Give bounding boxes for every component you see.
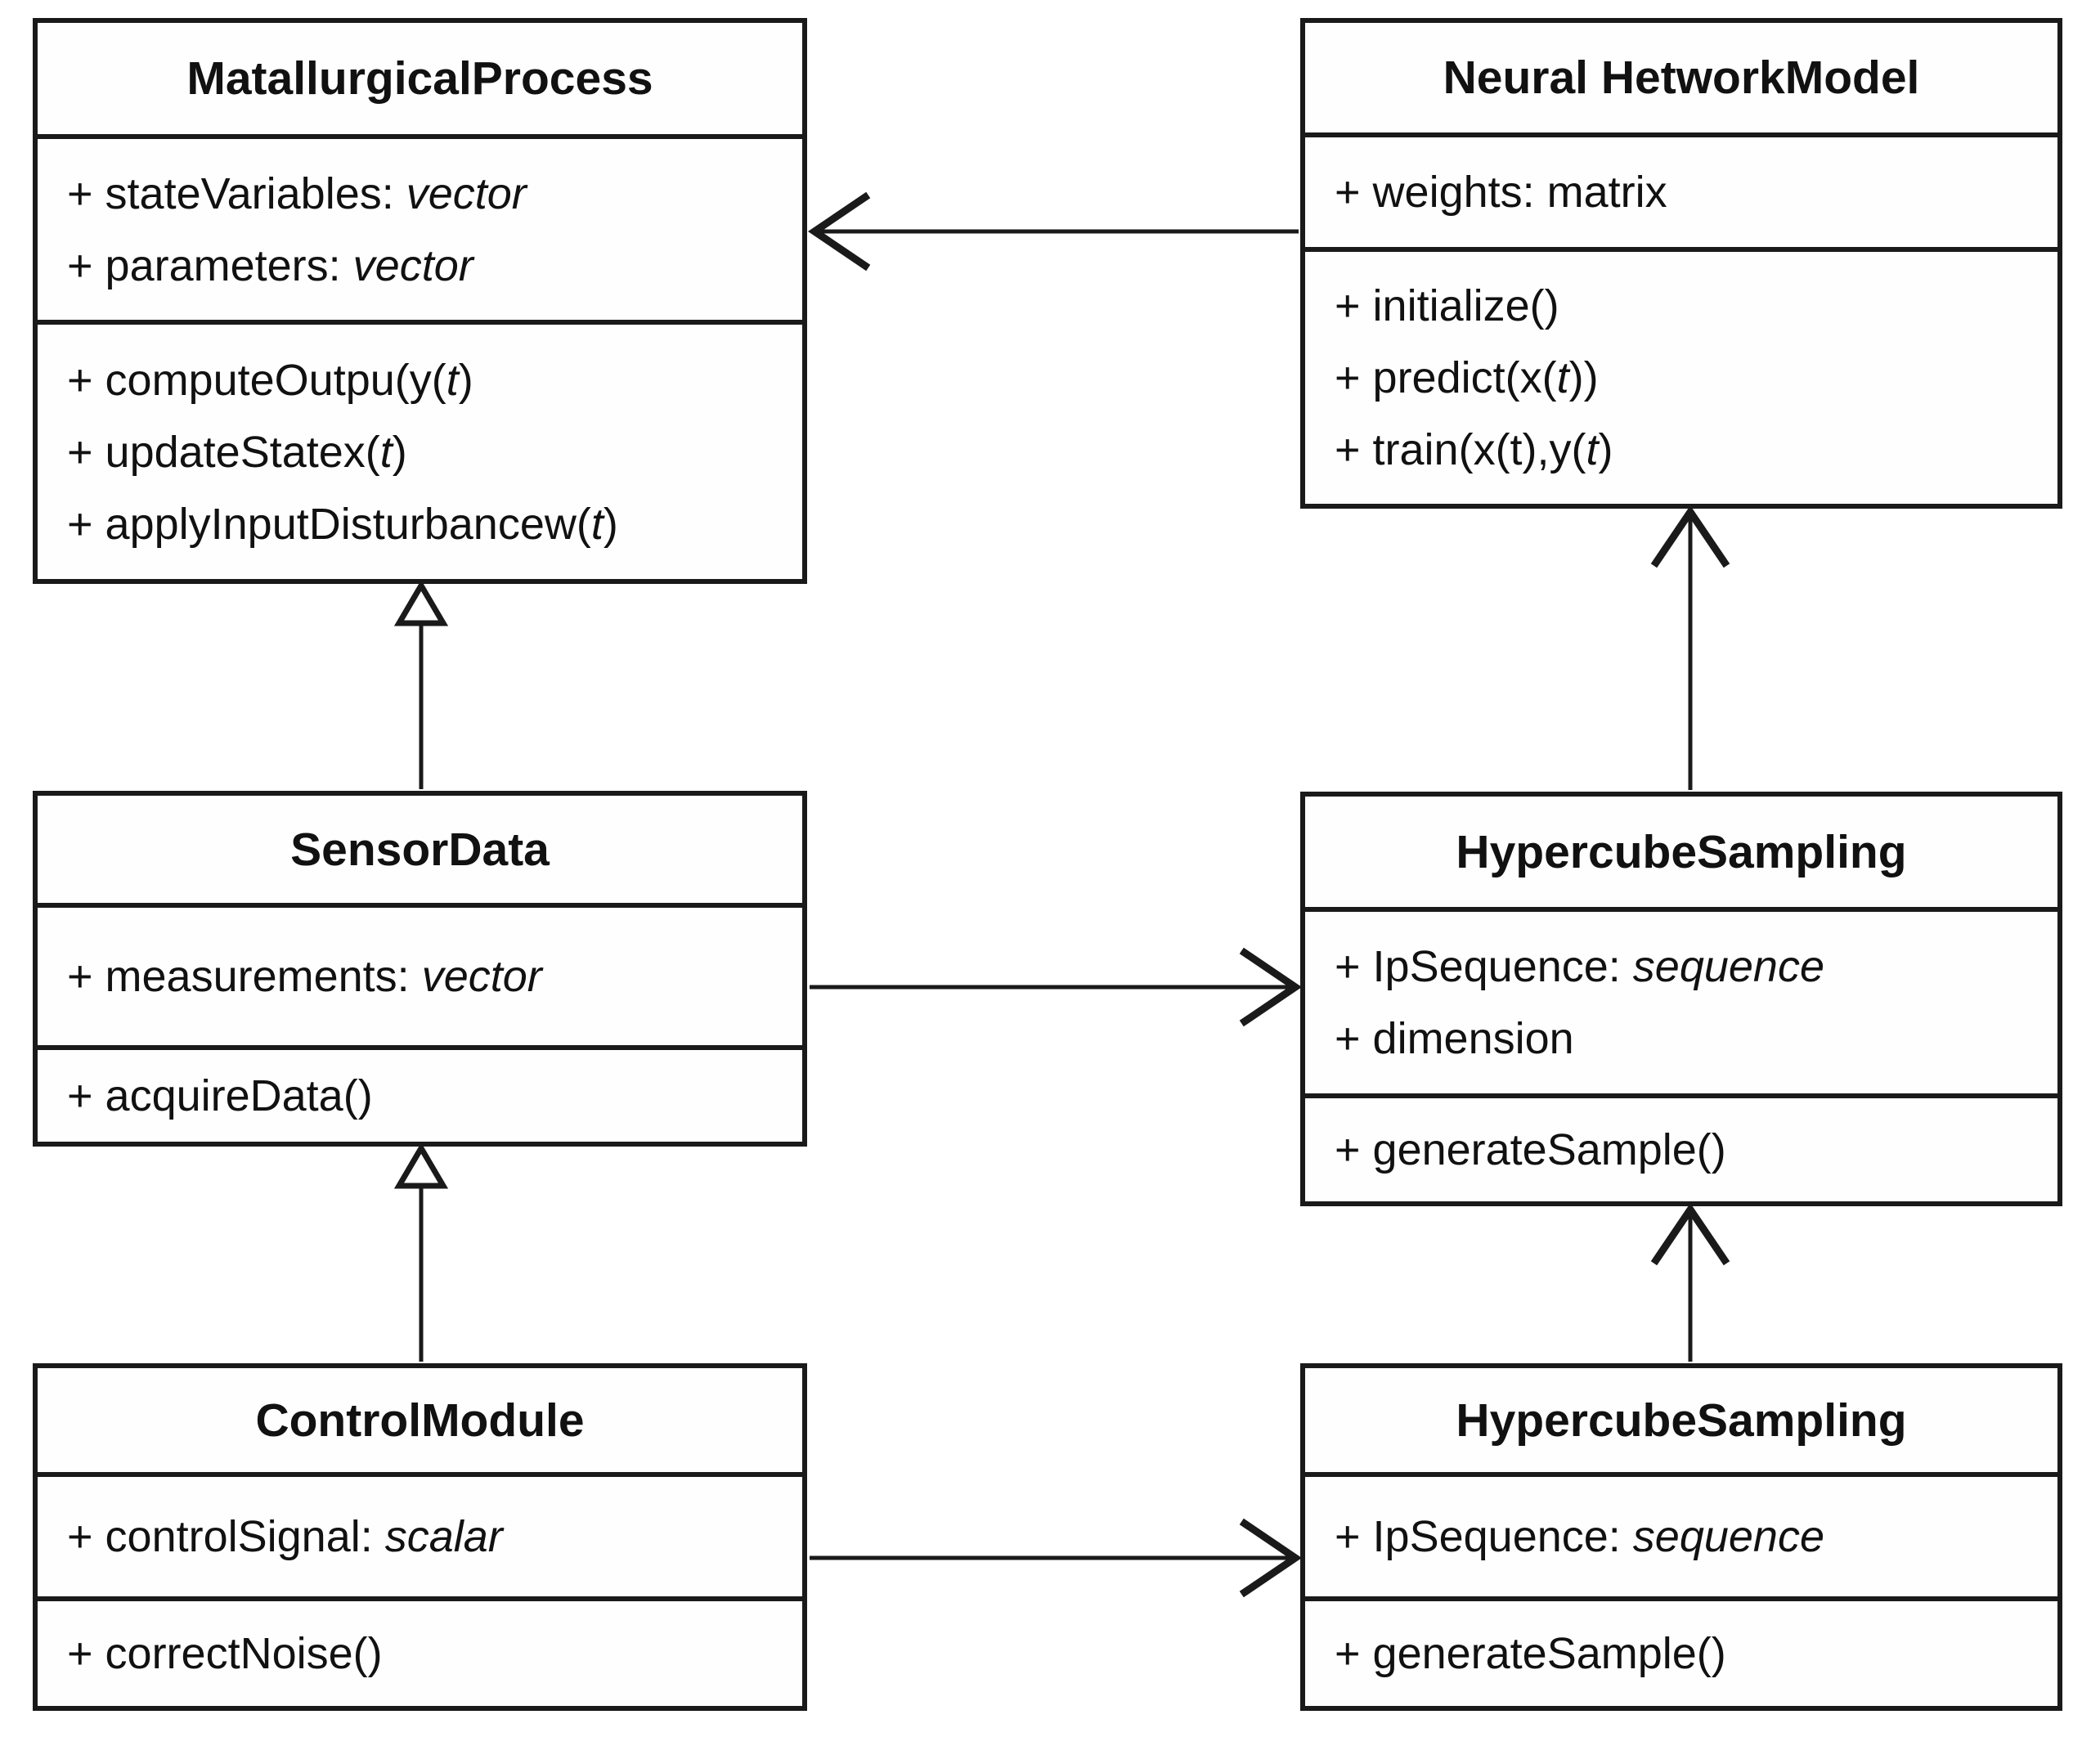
class-sensor-data: SensorData + measurements: vector + acqu…: [33, 791, 807, 1147]
method: + train(x(t),y(t): [1335, 425, 1613, 474]
attribute: + measurements: vector: [67, 952, 542, 1001]
class-hypercube-sampling-middle: HypercubeSampling + IpSequence: sequence…: [1300, 792, 2062, 1206]
attributes-compartment: + measurements: vector: [38, 903, 802, 1045]
methods-compartment: + initialize() + predict(x(t)) + train(x…: [1305, 247, 2057, 504]
class-title: HypercubeSampling: [1456, 825, 1907, 878]
attributes-compartment: + IpSequence: sequence + dimension: [1305, 907, 2057, 1093]
method: + acquireData(): [67, 1071, 373, 1120]
method: + updateStatex(t): [67, 427, 407, 477]
methods-compartment: + computeOutpu(y(t) + updateStatex(t) + …: [38, 320, 802, 579]
class-title: MatallurgicalProcess: [186, 52, 653, 105]
method: + correctNoise(): [67, 1629, 383, 1678]
attribute: + IpSequence: sequence: [1335, 1512, 1824, 1561]
class-control-module: ControlModule + controlSignal: scalar + …: [33, 1363, 807, 1711]
class-title: Neural HetworkModel: [1443, 52, 1920, 104]
attribute: + controlSignal: scalar: [67, 1512, 503, 1561]
arrow-hypercube-bottom-to-hypercube-middle: [1650, 1202, 1730, 1362]
method: + generateSample(): [1335, 1125, 1726, 1174]
attributes-compartment: + weights: matrix: [1305, 132, 2057, 247]
arrow-controlmodule-to-hypercube-bottom: [810, 1518, 1303, 1598]
class-title: HypercubeSampling: [1456, 1394, 1907, 1447]
generalization-sensordata-to-metallurgical: [393, 580, 449, 789]
class-title: ControlModule: [255, 1394, 585, 1447]
attributes-compartment: + stateVariables: vector + parameters: v…: [38, 134, 802, 320]
method: + predict(x(t)): [1335, 353, 1599, 402]
attribute: + parameters: vector: [67, 240, 473, 290]
attribute: + stateVariables: vector: [67, 168, 527, 218]
class-title: SensorData: [290, 823, 550, 876]
attributes-compartment: + controlSignal: scalar: [38, 1472, 802, 1596]
class-neural-network-model: Neural HetworkModel + weights: matrix + …: [1300, 18, 2062, 509]
method: + applyInputDisturbancew(t): [67, 499, 618, 549]
methods-compartment: + acquireData(): [38, 1045, 802, 1142]
methods-compartment: + generateSample(): [1305, 1093, 2057, 1201]
generalization-controlmodule-to-sensordata: [393, 1142, 449, 1362]
arrow-hypercube-middle-to-neural: [1650, 505, 1730, 790]
class-hypercube-sampling-bottom: HypercubeSampling + IpSequence: sequence…: [1300, 1363, 2062, 1711]
arrow-sensordata-to-hypercube-middle: [810, 947, 1303, 1027]
method: + computeOutpu(y(t): [67, 355, 473, 405]
class-metallurgical-process: MatallurgicalProcess + stateVariables: v…: [33, 18, 807, 584]
method: + generateSample(): [1335, 1629, 1726, 1678]
methods-compartment: + correctNoise(): [38, 1596, 802, 1706]
method: + initialize(): [1335, 281, 1559, 330]
attributes-compartment: + IpSequence: sequence: [1305, 1472, 2057, 1596]
attribute: + weights: matrix: [1335, 168, 1667, 217]
methods-compartment: + generateSample(): [1305, 1596, 2057, 1706]
arrow-neural-to-metallurgical: [807, 191, 1299, 272]
attribute: + dimension: [1335, 1014, 1574, 1063]
attribute: + IpSequence: sequence: [1335, 942, 1824, 991]
